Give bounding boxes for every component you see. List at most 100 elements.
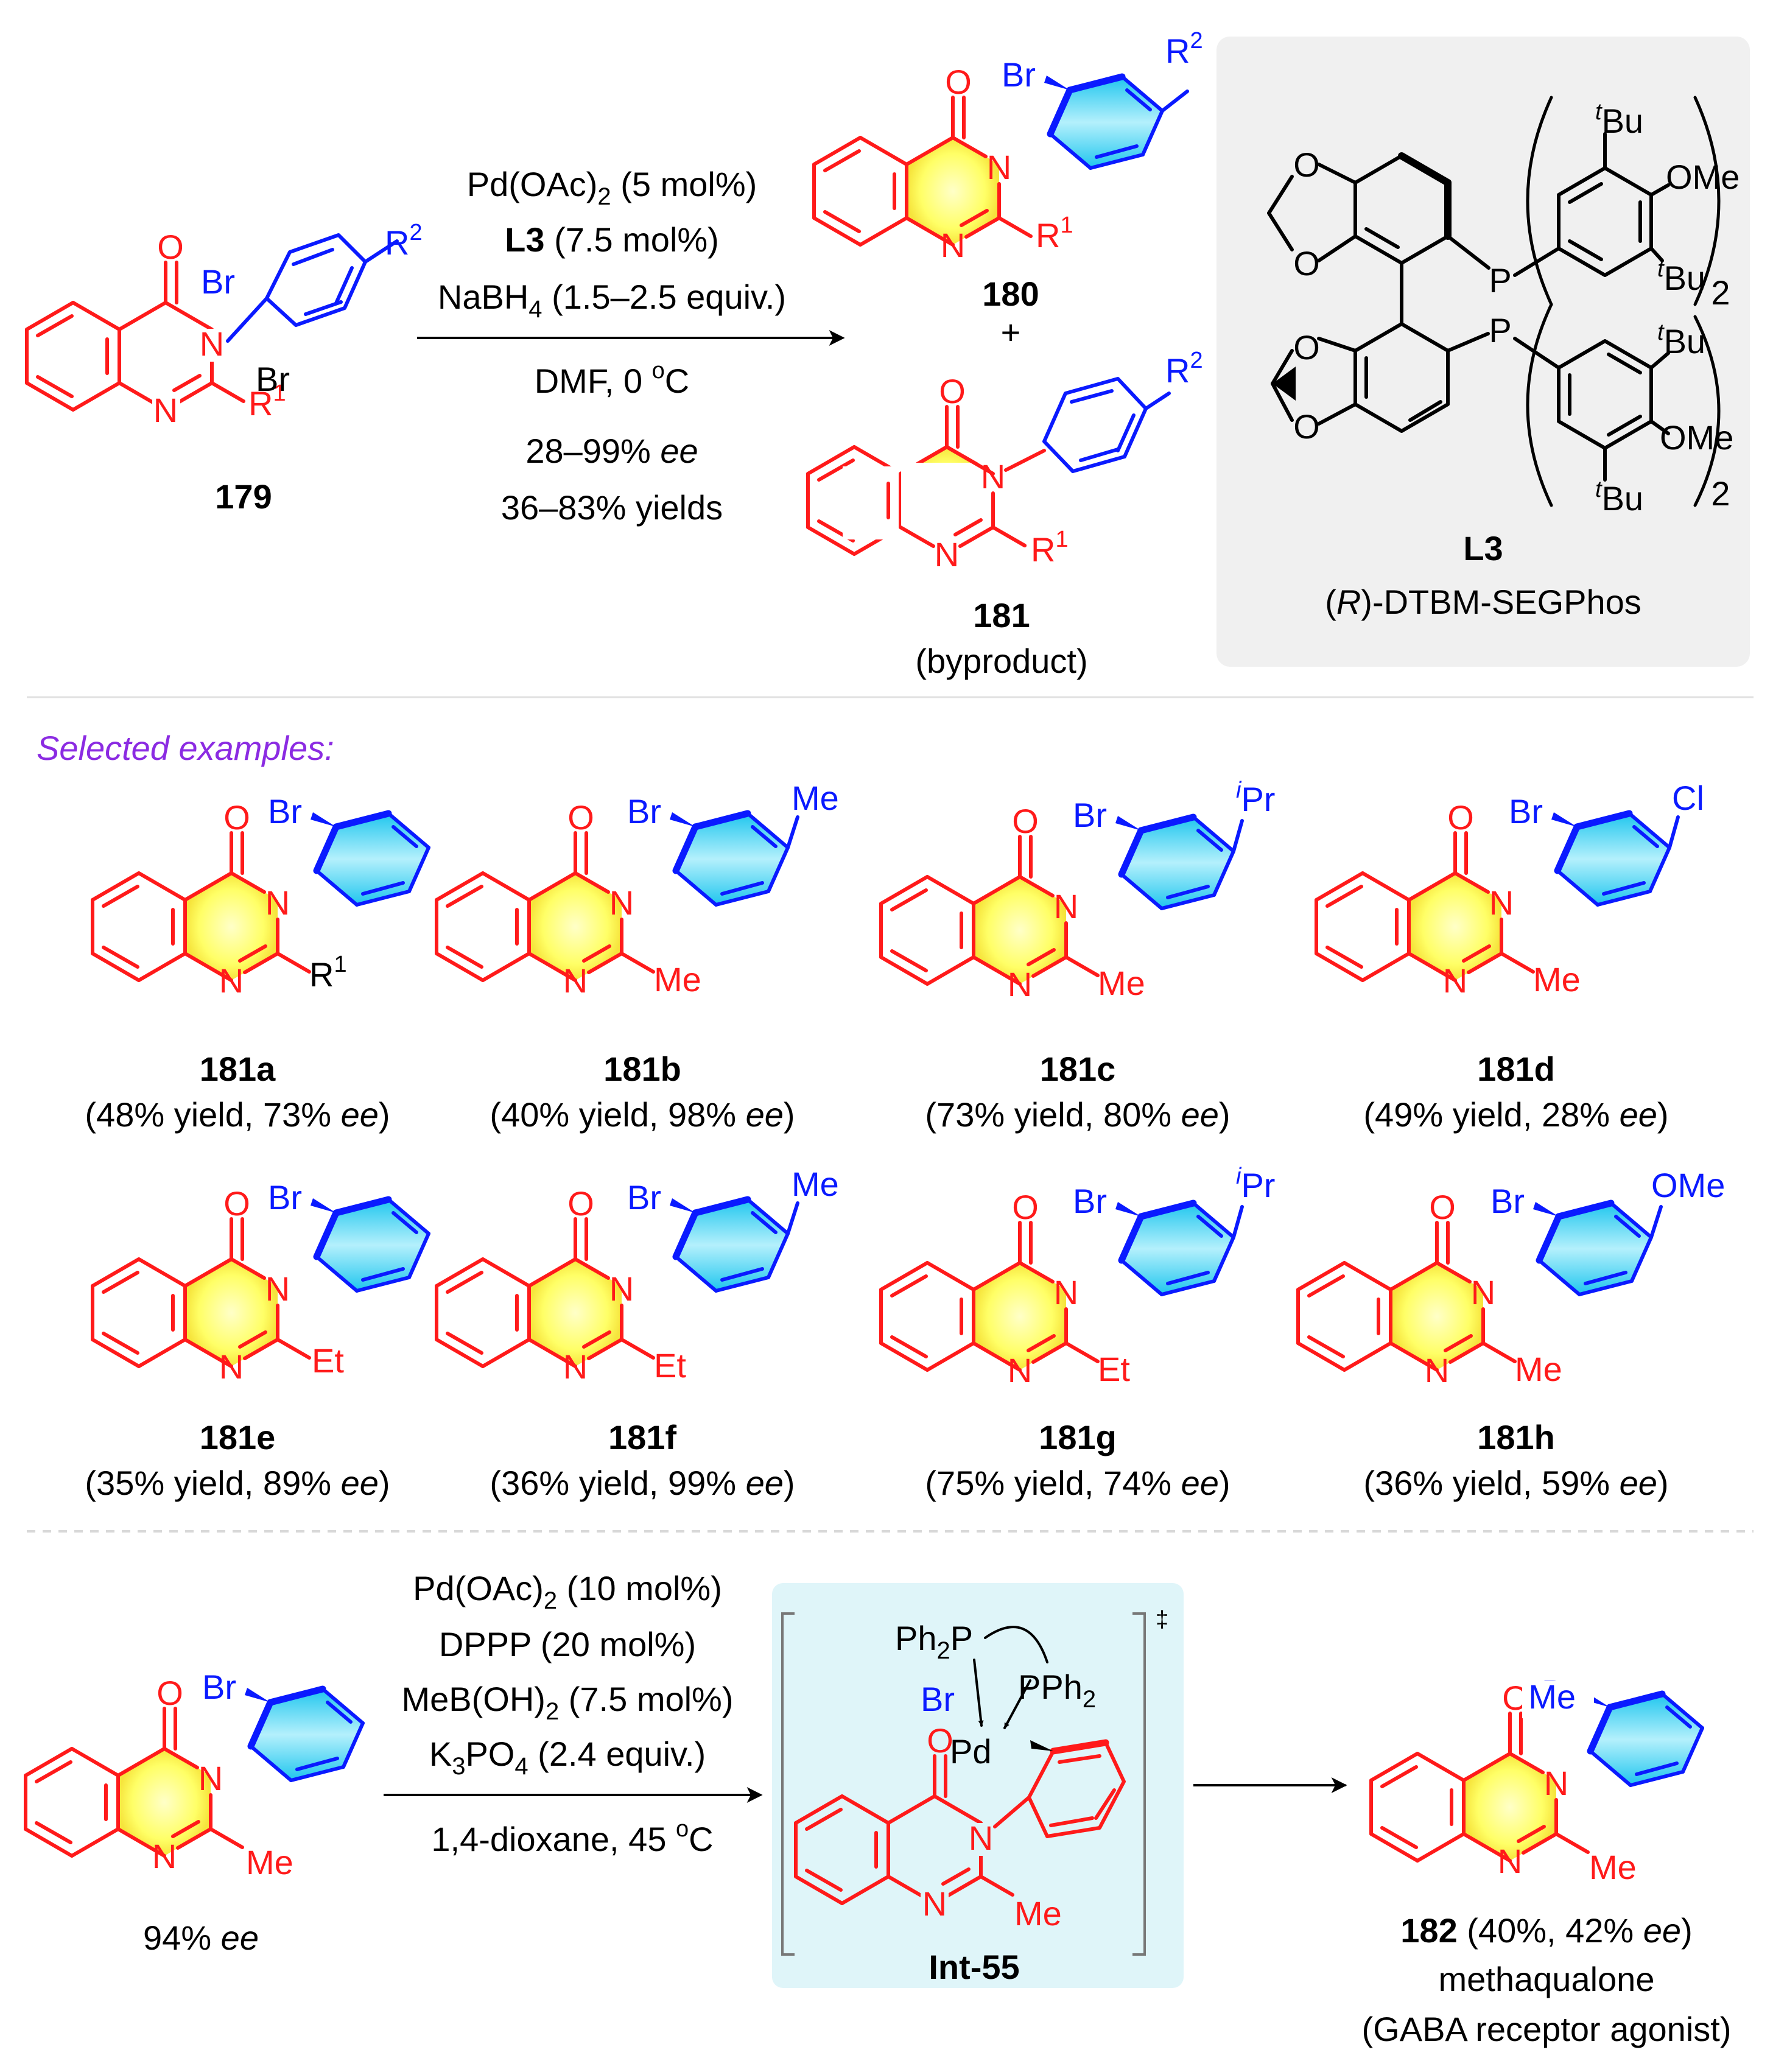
dioxole-o3: O (1293, 328, 1320, 367)
product-182-label: 182 (40%, 42% ee) (1400, 1911, 1692, 1950)
reactant-n1: N (153, 391, 178, 429)
yield-181d: (49% yield, 28% ee) (1363, 1095, 1668, 1134)
yield-181e: (35% yield, 89% ee) (85, 1464, 390, 1502)
int-bromine: Br (921, 1680, 955, 1718)
phosphorus-1: P (1489, 261, 1511, 300)
example-181c-ipr: iPr (1236, 778, 1275, 818)
r2-catalyst: Pd(OAc)2 (10 mol%) (413, 1569, 722, 1614)
r2-additive: MeB(OH)2 (7.5 mol%) (402, 1680, 734, 1725)
intermediate-brackets (781, 1612, 1146, 1956)
product-r1: R1 (1036, 212, 1073, 255)
yield-181g: (75% yield, 74% ee) (925, 1464, 1230, 1502)
ligand-label: L3 (1463, 529, 1503, 567)
label-181c: 181c (1040, 1050, 1116, 1088)
byproduct-r1: R1 (1031, 527, 1069, 569)
dioxole-o2: O (1293, 244, 1320, 283)
product-note: (GABA receptor agonist) (1362, 2010, 1732, 2048)
ligand-panel (1216, 37, 1750, 667)
reactant-179: O N N R1 Br Br R2 179 (25, 220, 423, 516)
condition-ligand: L3 (7.5 mol%) (505, 220, 719, 259)
plus-sign: + (1001, 313, 1021, 351)
example-181h: OMe Me (1298, 1166, 1725, 1389)
condition-yield-range: 36–83% yields (501, 488, 723, 527)
example-181c: iPr Me (881, 778, 1275, 1003)
int-oxygen: O (927, 1721, 953, 1760)
product-180: R1 R2 180 + (814, 28, 1203, 351)
intermediate-label: Int-55 (929, 1948, 1019, 1986)
reactant-oxygen: O (157, 228, 184, 266)
label-181d: 181d (1477, 1050, 1555, 1088)
example-181a: R1 (93, 792, 429, 1000)
multiplier-1: 2 (1711, 273, 1730, 312)
row2-labels: 181e (35% yield, 89% ee) 181f (36% yield… (85, 1418, 1668, 1502)
tbu-1: tBu (1595, 99, 1643, 140)
label-181g: 181g (1039, 1418, 1117, 1456)
example-181c-c2-me: Me (1098, 964, 1145, 1002)
r2-ligand: DPPP (20 mol%) (439, 1625, 696, 1663)
product-ortho-me: Me (1528, 1677, 1576, 1716)
product-name: methaqualone (1439, 1960, 1655, 1998)
byproduct-r2: R2 (1165, 348, 1203, 390)
example-181d: Cl Me (1316, 779, 1704, 1000)
starting-c2-me: Me (246, 1843, 293, 1881)
yield-181h: (36% yield, 59% ee) (1363, 1464, 1668, 1502)
label-181h: 181h (1477, 1418, 1555, 1456)
reactant-bromine-top: Br (201, 262, 235, 301)
ome-1: OMe (1666, 158, 1740, 196)
reactant-bromine-bottom: Br (256, 360, 290, 398)
condition-reductant: NaBH4 (1.5–2.5 equiv.) (438, 278, 786, 323)
product-label: 180 (982, 275, 1039, 313)
int-c2-me: Me (1014, 1894, 1062, 1933)
reaction2-conditions: Pd(OAc)2 (10 mol%) DPPP (20 mol%) MeB(OH… (384, 1569, 763, 1858)
condition-solvent: DMF, 0 oC (535, 358, 690, 400)
yield-181c: (73% yield, 80% ee) (925, 1095, 1230, 1134)
intermediate-int55: O N N Me Pd Br Ph2P PPh2 Int-55 (794, 1619, 1126, 1986)
section-heading: Selected examples: (37, 729, 334, 767)
starting-material: Me 94% ee (26, 1668, 363, 1957)
example-181h-c2-me: Me (1515, 1350, 1562, 1388)
example-181e-et: Et (312, 1341, 344, 1380)
example-181g-ipr: iPr (1236, 1164, 1275, 1204)
ligand-l3: O O O O P P 2 2 tBu OMe tBu (1267, 96, 1740, 621)
yield-181f: (36% yield, 99% ee) (490, 1464, 795, 1502)
example-181b: Me Me (437, 779, 839, 1000)
byproduct-n1: N (935, 535, 959, 574)
reactant-r1: R1 (248, 381, 286, 423)
example-181h-ome: OMe (1651, 1166, 1725, 1204)
r2-solvent: 1,4-dioxane, 45 oC (431, 1816, 713, 1858)
byproduct-label: 181 (973, 596, 1030, 634)
label-181e: 181e (200, 1418, 276, 1456)
starting-ee: 94% ee (143, 1919, 259, 1957)
product-r2: R2 (1165, 28, 1203, 70)
example-181b-me: Me (792, 779, 839, 817)
byproduct-n3: N (981, 457, 1005, 496)
label-181a: 181a (200, 1050, 276, 1088)
ligand-name: (R)-DTBM-SEGPhos (1325, 583, 1641, 621)
reactant-label: 179 (215, 477, 272, 516)
example-181d-c2-me: Me (1533, 960, 1581, 999)
r2-base: K3PO4 (2.4 equiv.) (429, 1735, 706, 1780)
int-n3: N (969, 1819, 993, 1857)
product-c2-me: Me (1589, 1848, 1637, 1886)
byproduct-note: (byproduct) (915, 642, 1087, 680)
reaction1-conditions: Pd(OAc)2 (5 mol%) L3 (7.5 mol%) NaBH4 (1… (417, 165, 845, 527)
byproduct-181: N N R1 R2 181 (byproduct) (808, 348, 1203, 680)
example-181f-et: Et (654, 1346, 686, 1385)
phosphorus-2: P (1489, 311, 1511, 349)
example-181g-et: Et (1098, 1350, 1130, 1388)
dioxole-o1: O (1293, 146, 1320, 184)
product-182: Me Me 182 (40%, 42% ee) methaqualone (GA… (1362, 1673, 1732, 2048)
example-181e: Et (93, 1178, 429, 1386)
palladium: Pd (950, 1732, 992, 1771)
example-181f: Me Et (437, 1165, 839, 1386)
row1-labels: 181a (48% yield, 73% ee) 181b (40% yield… (85, 1050, 1668, 1134)
transition-dagger: ‡ (1156, 1607, 1168, 1632)
yield-181b: (40% yield, 98% ee) (490, 1095, 795, 1134)
dioxole-o4: O (1293, 407, 1320, 446)
pph2-ligand: PPh2 (1018, 1668, 1096, 1713)
condition-catalyst: Pd(OAc)2 (5 mol%) (467, 165, 757, 210)
reactant-r2: R2 (385, 220, 423, 262)
label-181f: 181f (608, 1418, 676, 1456)
yield-181a: (48% yield, 73% ee) (85, 1095, 390, 1134)
